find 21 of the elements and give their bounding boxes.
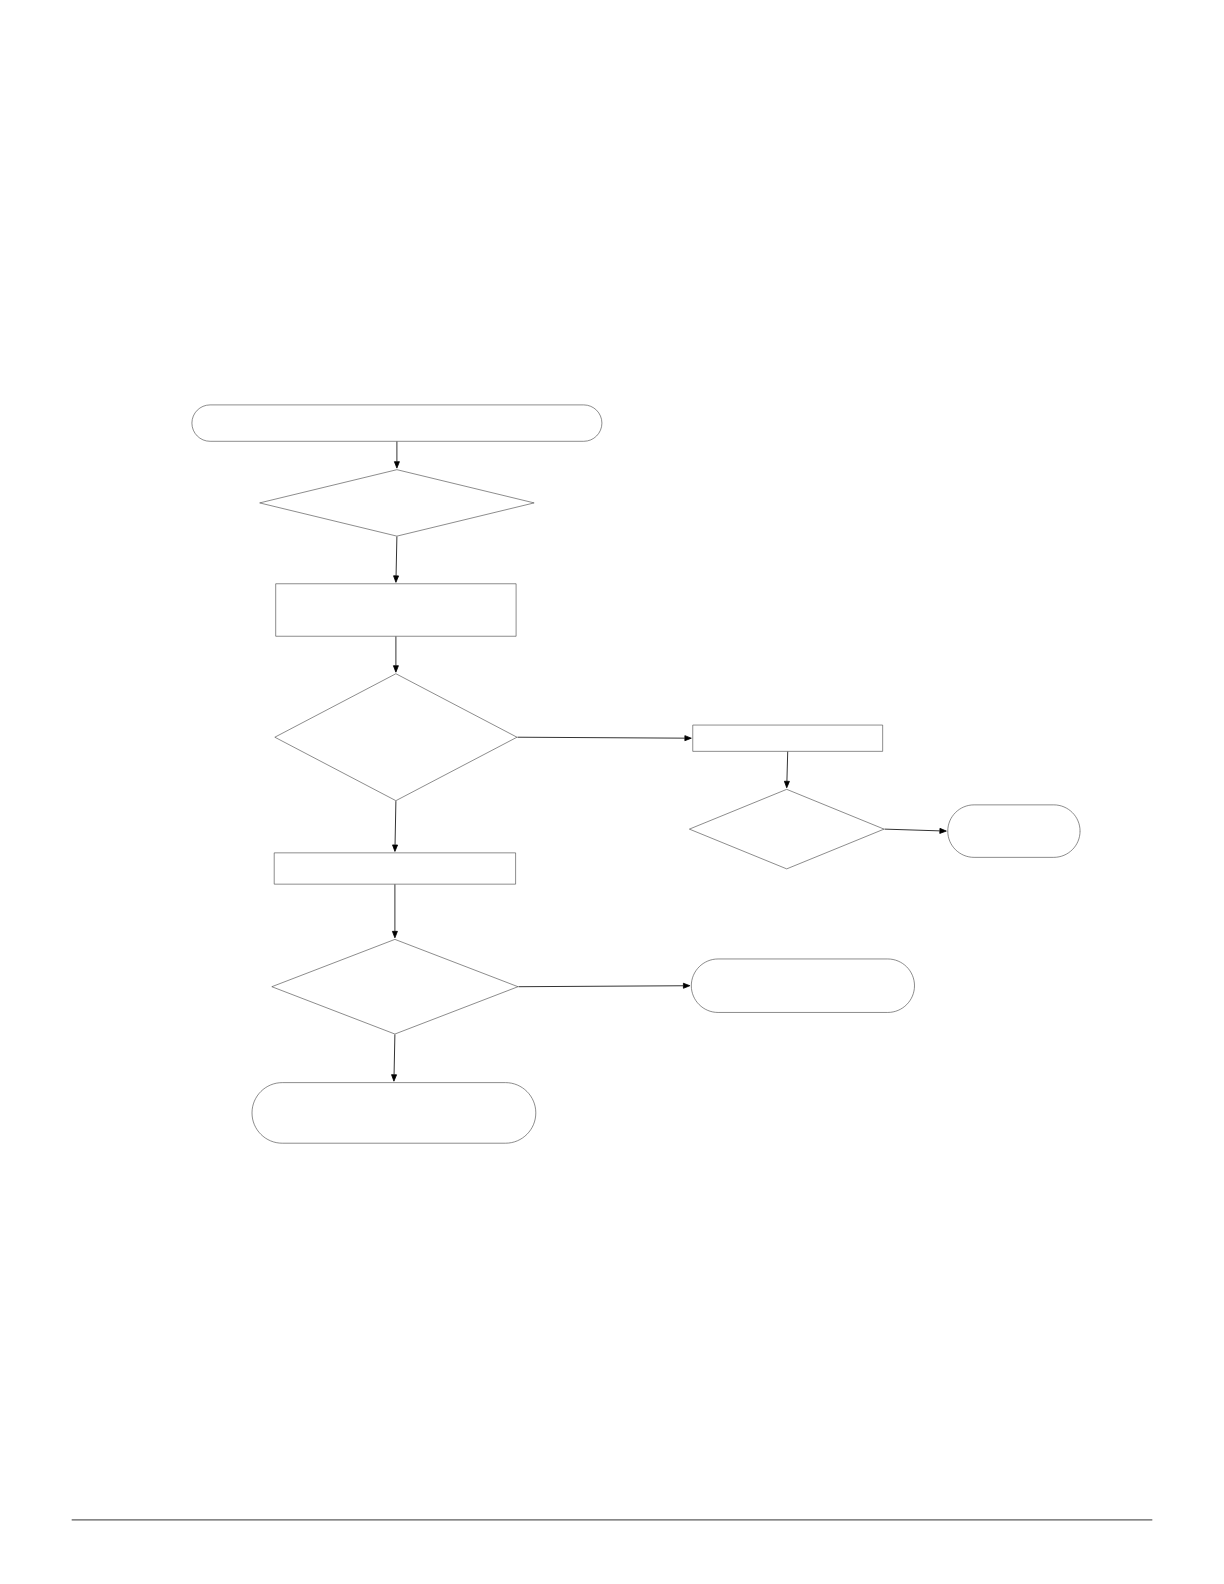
arrow [884,827,947,834]
terminal-box [251,1082,537,1144]
decision-diamond [259,469,535,537]
terminal-box [191,404,603,442]
arrow [518,982,691,989]
decision-diamond [271,939,519,1035]
terminal-box [947,804,1081,858]
arrow [394,441,400,469]
process-box [275,583,517,637]
arrow [517,735,692,742]
process-box [273,852,516,885]
process-box [692,724,883,752]
terminal-box [691,958,915,1013]
arrow [393,536,399,583]
arrow [784,751,790,789]
arrow [393,636,399,673]
decision-diamond [689,789,885,870]
arrow [392,800,398,852]
arrow [392,884,398,939]
decision-diamond [274,673,518,801]
arrow [391,1034,397,1082]
